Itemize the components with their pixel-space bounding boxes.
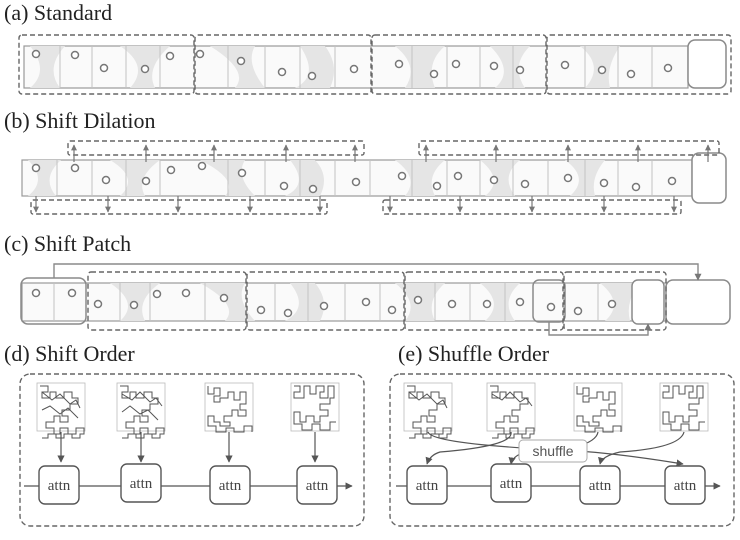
- panel-d-title: (d) Shift Order: [4, 341, 135, 366]
- shuffle-box: shuffle: [518, 439, 588, 463]
- attn-block-e3: attn: [579, 465, 621, 505]
- panel-c-sequence: [20, 263, 731, 336]
- panel-e: shuffle attn attn attn attn: [389, 373, 735, 527]
- serialization-pattern-1: [36, 382, 86, 439]
- attn-block-e2: attn: [490, 463, 532, 503]
- attn-block-d2: attn: [120, 463, 162, 503]
- attn-label: attn: [500, 476, 523, 492]
- serialization-pattern-1: [403, 382, 453, 439]
- panel-a-title: (a) Standard: [4, 0, 113, 25]
- attn-block-d3: attn: [209, 465, 251, 505]
- panel-a-sequence: [18, 34, 732, 95]
- serialization-pattern-3: [573, 382, 623, 433]
- attn-block-d1: attn: [38, 465, 80, 505]
- serialization-pattern-2: [486, 382, 536, 439]
- attn-block-e4: attn: [664, 465, 706, 505]
- attn-label: attn: [306, 478, 329, 494]
- serialization-pattern-4: [290, 382, 340, 432]
- attn-block-d4: attn: [296, 465, 338, 505]
- attn-label: attn: [219, 478, 242, 494]
- serialization-pattern-3: [204, 382, 254, 433]
- shuffle-label: shuffle: [533, 443, 574, 459]
- panel-c-title: (c) Shift Patch: [4, 231, 132, 256]
- attn-label: attn: [130, 476, 153, 492]
- serialization-pattern-4: [659, 382, 709, 432]
- panel-b-title: (b) Shift Dilation: [4, 108, 156, 133]
- attn-label: attn: [416, 478, 439, 494]
- attn-label: attn: [48, 478, 71, 494]
- attn-block-e1: attn: [406, 465, 448, 505]
- attn-label: attn: [589, 478, 612, 494]
- panel-e-title: (e) Shuffle Order: [398, 341, 550, 366]
- panel-b-sequence: [21, 140, 727, 215]
- panel-d: attn attn attn attn: [19, 373, 365, 527]
- attn-label: attn: [674, 478, 697, 494]
- serialization-pattern-2: [116, 382, 166, 439]
